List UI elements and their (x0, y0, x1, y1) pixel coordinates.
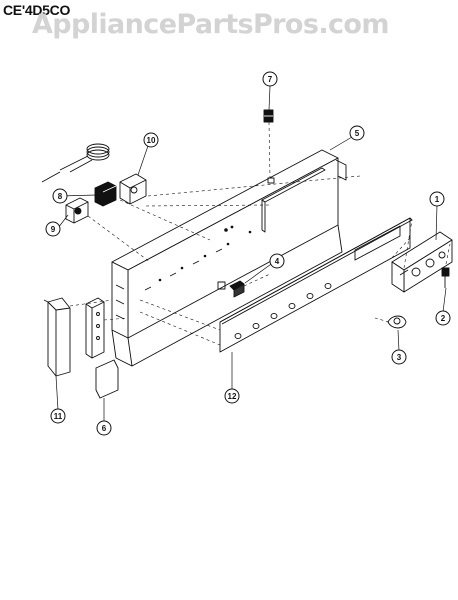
callout-12: 12 (224, 388, 240, 404)
callout-2: 2 (435, 310, 451, 326)
front-trim-panel (219, 217, 413, 353)
end-cap-part (43, 297, 71, 377)
control-panel-backguard (111, 149, 347, 367)
watermark: AppliancePartsPros.com (32, 9, 389, 40)
svg-text:6: 6 (102, 424, 107, 433)
switch-part (229, 280, 245, 298)
callout-6: 6 (96, 420, 112, 436)
svg-text:7: 7 (268, 75, 273, 84)
callout-1: 1 (429, 191, 445, 207)
knob-part (441, 267, 450, 288)
svg-text:2: 2 (441, 314, 446, 323)
callout-10: 10 (143, 132, 159, 148)
mounting-bracket-part (85, 297, 119, 399)
callout-7: 7 (262, 71, 278, 87)
model-number: CE'4D5CO (3, 2, 71, 18)
svg-text:4: 4 (275, 257, 280, 266)
infinite-switch-part (94, 181, 117, 207)
callout-3: 3 (391, 349, 407, 365)
svg-text:12: 12 (228, 392, 237, 401)
selector-switch-part (65, 197, 89, 224)
callout-5: 5 (349, 125, 365, 141)
clock-module (391, 231, 453, 293)
callout-8: 8 (52, 188, 68, 204)
callout-11: 11 (50, 408, 66, 424)
svg-text:11: 11 (54, 412, 63, 421)
rocker-switch-part (263, 109, 274, 123)
svg-text:1: 1 (435, 195, 440, 204)
svg-text:5: 5 (355, 129, 360, 138)
svg-text:10: 10 (147, 136, 156, 145)
svg-text:9: 9 (51, 225, 56, 234)
callout-4: 4 (269, 253, 285, 269)
thermostat-part (41, 143, 147, 205)
svg-text:3: 3 (397, 353, 402, 362)
svg-text:8: 8 (58, 192, 63, 201)
callout-9: 9 (45, 221, 61, 237)
knob-cap-part (387, 315, 407, 329)
